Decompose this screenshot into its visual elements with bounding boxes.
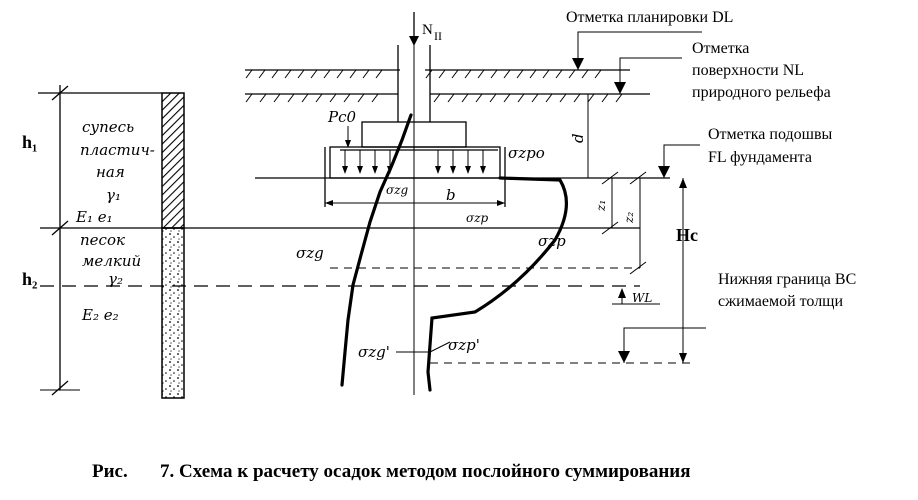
wl-marker xyxy=(612,288,660,305)
pc0-arrow xyxy=(345,126,351,148)
z2-label: z₂ xyxy=(622,212,636,224)
contact-pressure-arrows xyxy=(340,149,498,174)
width-b-dimension xyxy=(325,200,505,206)
foundation-slab xyxy=(329,146,501,179)
fl-marker xyxy=(658,144,700,178)
soil1-name-2: пластич- xyxy=(80,141,155,159)
nl-annotation-line1: Отметка xyxy=(692,40,749,57)
fl-annotation-line2: FL фундамента xyxy=(708,149,812,166)
soil2-name-2: мелкий xyxy=(82,252,141,270)
z-dimensions xyxy=(601,171,647,275)
z1-label: z₁ xyxy=(594,200,608,212)
d-label: d xyxy=(569,133,587,143)
nl-annotation-line2: поверхности NL xyxy=(692,62,804,79)
layer-thickness-dimensions xyxy=(38,85,162,396)
load-label: N xyxy=(422,22,433,38)
load-arrow xyxy=(409,12,419,46)
soil1-gamma: γ₁ xyxy=(106,186,121,204)
soil1-name-3: ная xyxy=(96,163,125,181)
sigma-zpo-label: σzpo xyxy=(508,144,545,162)
sand-layer-dots xyxy=(161,227,185,399)
soil2-name: песок xyxy=(80,231,125,249)
sigma-zg-curve xyxy=(340,113,413,387)
caption-text: 7. Схема к расчету осадок методом послой… xyxy=(160,461,691,482)
natural-surface-nl xyxy=(245,93,650,103)
hc-label: Hc xyxy=(676,225,698,245)
sigma-zp-label: σzp xyxy=(538,232,566,250)
caption-prefix: Рис. xyxy=(92,461,128,482)
soil2-props: E₂ e₂ xyxy=(81,306,119,324)
wl-label: WL xyxy=(632,291,652,305)
load-label-sub: II xyxy=(434,29,442,43)
sigma-zg-label: σzg xyxy=(296,244,324,262)
soil2-gamma: γ₂ xyxy=(108,270,123,288)
sigma-zp-prime-label: σzp' xyxy=(448,336,480,354)
h1-label: h₁ xyxy=(22,132,37,152)
nl-annotation-line3: природного рельефа xyxy=(692,84,831,101)
soil1-name: супесь xyxy=(82,118,134,136)
nl-marker xyxy=(614,57,682,94)
foundation xyxy=(324,45,506,207)
dl-marker xyxy=(572,31,702,70)
pc0-label: Pc0 xyxy=(327,108,356,126)
fl-annotation-line1: Отметка подошвы xyxy=(708,126,833,143)
borehole-column xyxy=(161,92,185,399)
b-label: b xyxy=(446,186,456,204)
dl-annotation: Отметка планировки DL xyxy=(566,9,733,26)
hc-dimension xyxy=(679,178,687,363)
sigma-zp-prime-leader xyxy=(429,341,451,353)
clay-layer-hatch xyxy=(161,92,185,229)
sigma-zg-small: σzg xyxy=(386,183,409,197)
planning-level-dl xyxy=(245,69,630,79)
bc-annotation-line1: Нижняя граница ВС xyxy=(718,271,856,288)
soil1-props: E₁ e₁ xyxy=(75,208,113,226)
bc-annotation-line2: сжимаемой толщи xyxy=(718,293,844,310)
sigma-zp-under-b: σzp xyxy=(466,211,489,225)
bc-marker xyxy=(618,327,706,363)
sigma-zg-prime-label: σzg' xyxy=(358,343,390,361)
h2-label: h₂ xyxy=(22,269,37,289)
sigma-zp-curve xyxy=(426,176,569,392)
